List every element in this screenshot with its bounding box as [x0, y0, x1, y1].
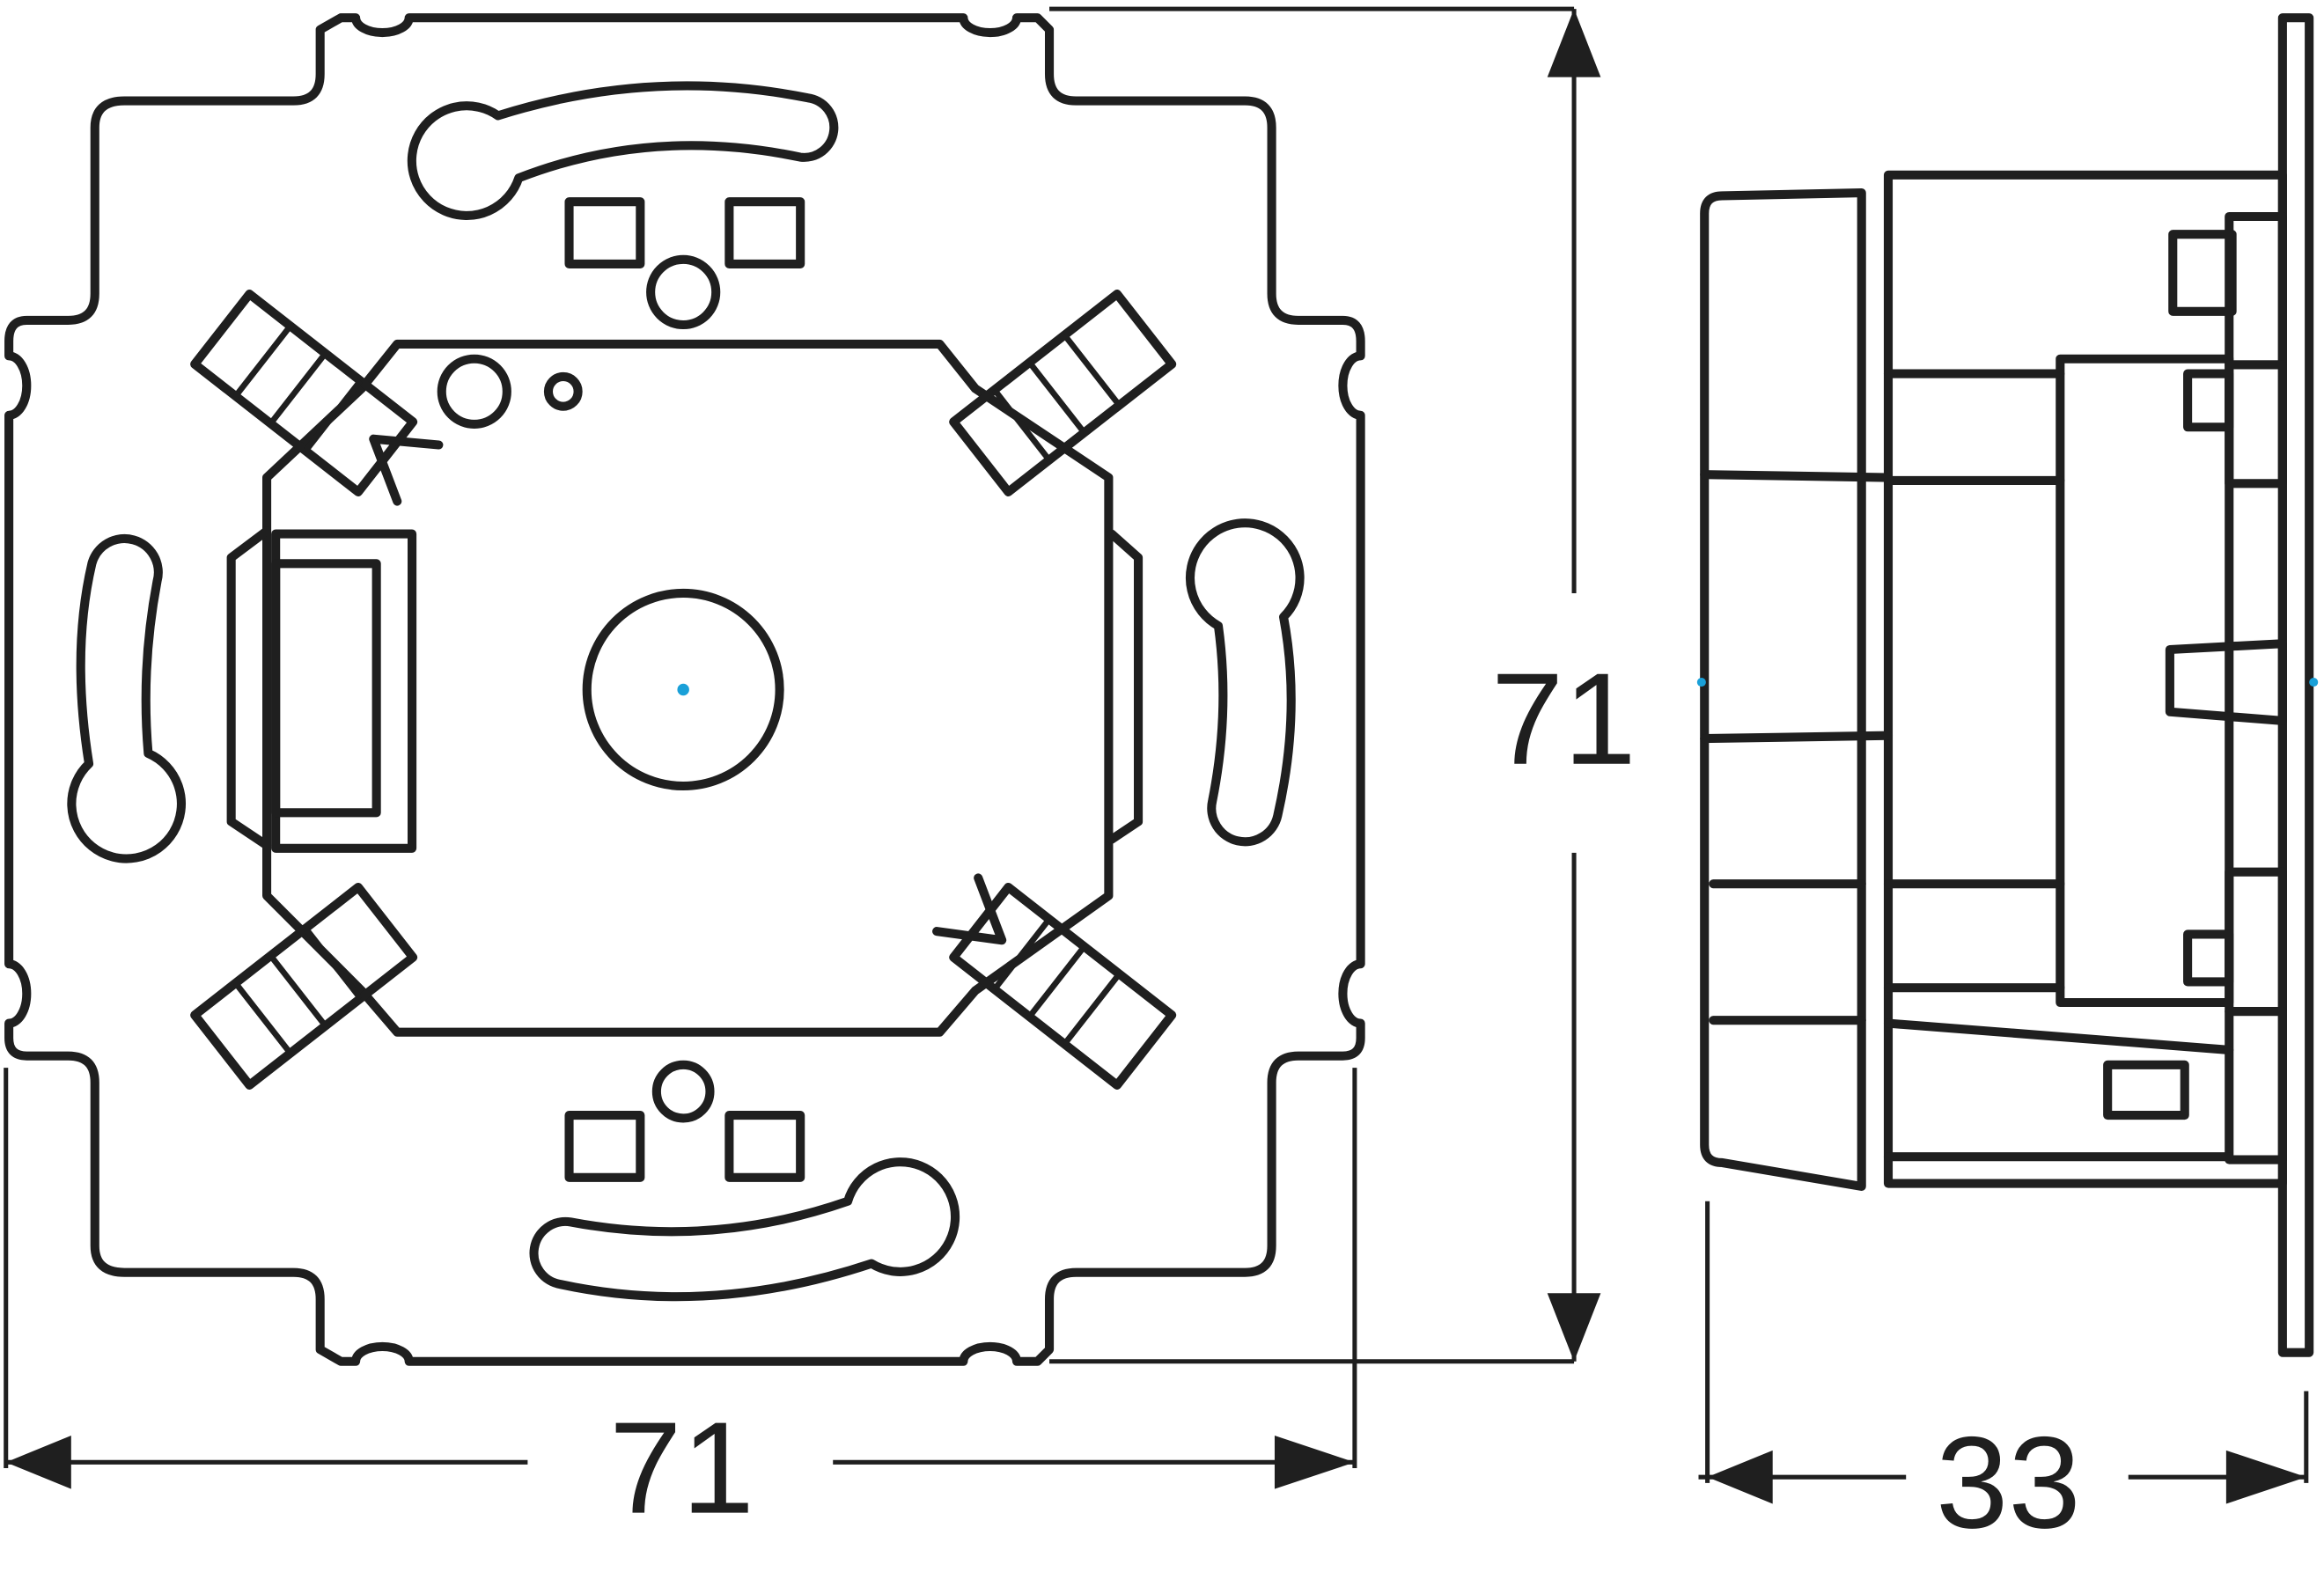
terminal-clamp-top-right: [949, 290, 1177, 496]
front-view: [4, 13, 1365, 1366]
side-view: [1696, 13, 2319, 1357]
height-dimension: 71: [1049, 6, 1636, 1364]
bottom-left-square-opening: [564, 1110, 645, 1182]
right-side-rail: [1107, 529, 1144, 844]
top-left-square-opening: [564, 197, 645, 268]
top-keyhole-slot: [407, 81, 839, 220]
release-lever-top: [369, 434, 444, 506]
width-dimension: 71: [4, 1068, 1357, 1541]
side-center-mark-right: [2309, 678, 2319, 687]
left-rocker-inner: [271, 559, 381, 818]
side-center-mark-left: [1696, 678, 1706, 687]
right-keyhole-slot: [1185, 518, 1305, 847]
bottom-right-square-opening: [724, 1110, 805, 1182]
top-hole: [646, 254, 721, 330]
screw-hole-small: [543, 371, 583, 411]
center-opening: [582, 588, 784, 791]
terminal-clamp-top-left: [190, 290, 418, 496]
bottom-hole: [651, 1060, 715, 1123]
height-dimension-label: 71: [1491, 647, 1636, 792]
depth-dimension: 33: [1698, 1201, 2309, 1555]
center-mark: [677, 683, 689, 696]
left-side-rail: [226, 526, 272, 850]
terminal-clamp-bottom-left: [190, 882, 418, 1090]
left-keyhole-slot: [67, 533, 187, 863]
side-mechanism: [2056, 354, 2234, 1008]
insert-body: [262, 339, 1114, 1037]
release-lever-bottom: [932, 873, 1007, 945]
bottom-keyhole-slot: [529, 1157, 960, 1302]
width-dimension-label: 71: [609, 1396, 754, 1541]
side-body-outline: [1700, 187, 1866, 1191]
screw-hole-large: [437, 354, 511, 429]
mounting-plate-outline: [4, 13, 1365, 1366]
terminal-clamp-bottom-right: [949, 882, 1177, 1090]
left-rocker-frame: [271, 529, 417, 853]
depth-dimension-label: 33: [1936, 1410, 2081, 1555]
top-right-square-opening: [724, 197, 805, 268]
